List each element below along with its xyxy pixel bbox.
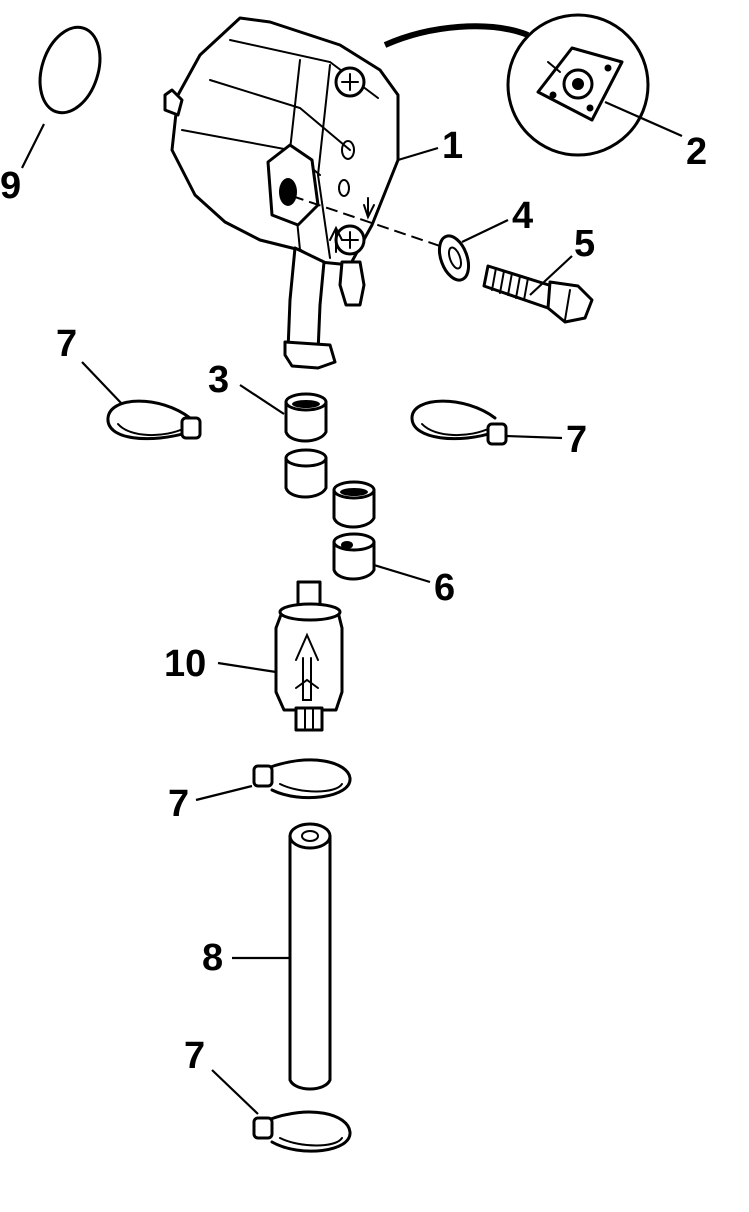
assembly-line [291,195,441,247]
clamp-part-7a [106,399,202,441]
clamp-part-7c [252,758,352,800]
callout-4: 4 [512,195,533,237]
diaphragm-part-2 [506,13,650,157]
fuel-pump-part-1 [163,16,400,370]
detail-arrow [383,23,530,48]
callout-9: 9 [0,165,21,207]
callout-7-middle: 7 [168,783,189,825]
bolt-part-5 [482,264,594,324]
clamp-part-7d [252,1110,352,1153]
callout-3: 3 [208,359,229,401]
hose-part-6 [332,480,376,581]
callout-5: 5 [574,223,595,265]
hose-part-3 [284,392,328,499]
clamp-part-7b [410,399,508,446]
leader-lines [21,100,683,1115]
callout-labels: 1 2 3 4 5 6 7 7 7 7 8 9 10 [0,125,707,1077]
fuel-filter-part-10 [274,580,344,732]
callout-7-upper-left: 7 [56,323,77,365]
washer-part-4 [437,234,471,282]
o-ring-part-9 [38,25,102,115]
callout-6: 6 [434,567,455,609]
callout-1: 1 [442,125,463,167]
callout-2: 2 [686,131,707,173]
callout-10: 10 [164,643,206,685]
callout-8: 8 [202,937,223,979]
fuel-hose-part-8 [288,822,332,1091]
callout-7-upper-right: 7 [566,419,587,461]
callout-7-bottom: 7 [184,1035,205,1077]
